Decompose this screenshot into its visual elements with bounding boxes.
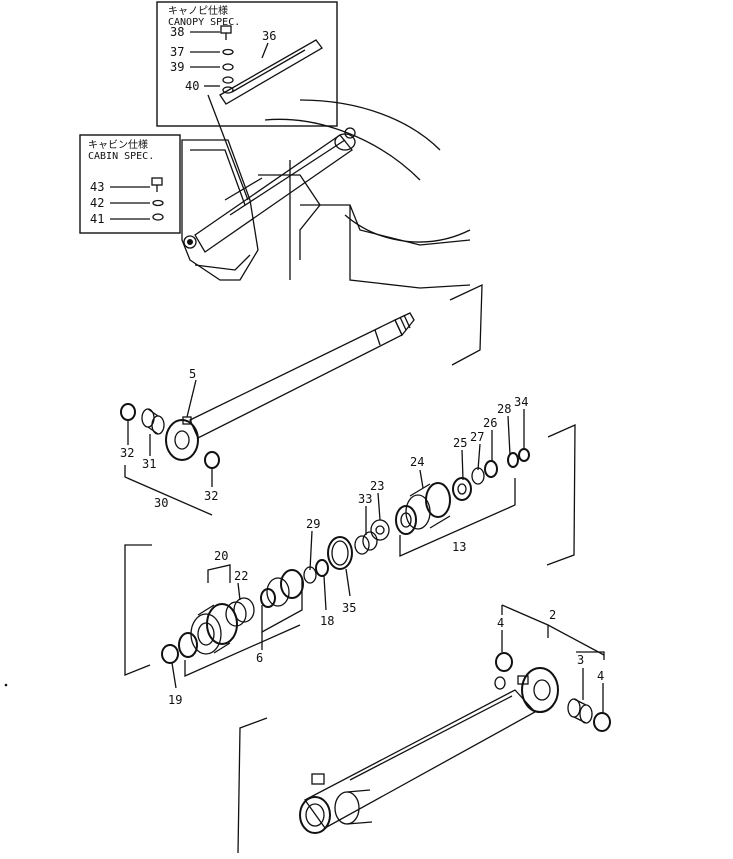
label-24: 24 [410, 455, 424, 469]
label-18: 18 [320, 614, 334, 628]
label-2: 2 [549, 608, 556, 622]
label-30: 30 [154, 496, 168, 510]
label-35: 35 [342, 601, 356, 615]
label-34: 34 [514, 395, 528, 409]
label-33: 33 [358, 492, 372, 506]
piston-rod-group: 5 32 31 32 30 [120, 283, 483, 516]
label-26: 26 [483, 416, 497, 430]
label-41: 41 [90, 212, 104, 226]
label-4-right: 4 [597, 669, 604, 683]
label-28: 28 [497, 402, 511, 416]
cabin-title-en: CABIN SPEC. [88, 151, 154, 162]
label-40: 40 [185, 79, 199, 93]
label-42: 42 [90, 196, 104, 210]
machine-context-sketch [181, 99, 471, 289]
label-3: 3 [577, 653, 584, 667]
label-32-left: 32 [120, 446, 134, 460]
label-27: 27 [470, 430, 484, 444]
label-37: 37 [170, 45, 184, 59]
label-5: 5 [189, 367, 196, 381]
label-32-right: 32 [204, 489, 218, 503]
cabin-title-jp: キャビン仕様 [88, 138, 148, 151]
label-19: 19 [168, 693, 182, 707]
label-13: 13 [452, 540, 466, 554]
label-29: 29 [306, 517, 320, 531]
label-20: 20 [214, 549, 228, 563]
label-6: 6 [256, 651, 263, 665]
cylinder-tube-group: 2 4 3 4 [237, 604, 611, 854]
label-36: 36 [262, 29, 276, 43]
label-22: 22 [234, 569, 248, 583]
piston-group: 34 28 26 27 25 24 23 33 [354, 395, 576, 566]
label-43: 43 [90, 180, 104, 194]
cabin-spec-box: キャビン仕様 CABIN SPEC. 43 42 41 [79, 134, 181, 234]
label-4-left: 4 [497, 616, 504, 630]
label-39: 39 [170, 60, 184, 74]
label-23: 23 [370, 479, 384, 493]
gland-group: 29 35 18 6 22 20 19 [124, 517, 356, 707]
canopy-title-en: CANOPY SPEC. [168, 17, 240, 28]
canopy-title-jp: キャノピ仕様 [168, 4, 228, 17]
label-31: 31 [142, 457, 156, 471]
label-38: 38 [170, 25, 184, 39]
canopy-spec-box: キャノピ仕様 CANOPY SPEC. 38 37 39 40 36 [156, 1, 338, 201]
label-25: 25 [453, 436, 467, 450]
